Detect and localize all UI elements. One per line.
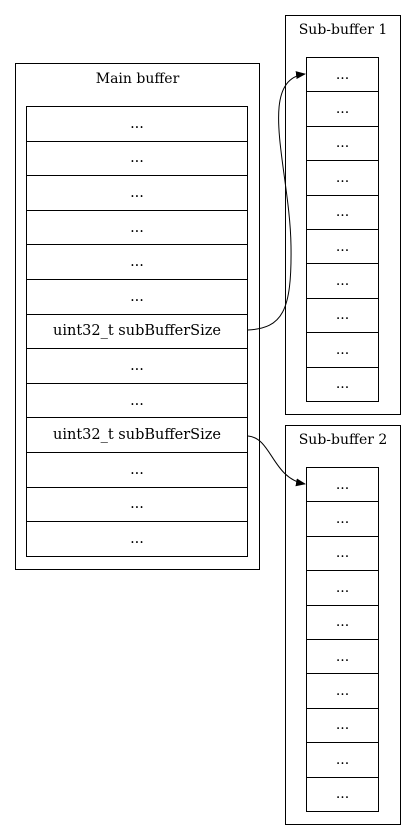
sub-buffer-2-cell: ... — [307, 502, 378, 537]
main-buffer-cell: ... — [27, 107, 247, 142]
sub-buffer-2-cell: ... — [307, 640, 378, 675]
sub-buffer-1-cell: ... — [307, 127, 378, 162]
sub-buffer-1-cell: ... — [307, 92, 378, 127]
sub-buffer-2-cell: ... — [307, 537, 378, 572]
sub-buffer-2-cell: ... — [307, 709, 378, 744]
main-buffer-record: ..................uint32_t subBufferSize… — [26, 106, 248, 557]
sub-buffer-2-cell: ... — [307, 778, 378, 812]
main-buffer-cell: uint32_t subBufferSize — [27, 315, 247, 350]
sub-buffer-1-record: .............................. — [306, 57, 379, 402]
sub-buffer-2-title: Sub-buffer 2 — [298, 432, 388, 448]
sub-buffer-1-cell: ... — [307, 368, 378, 402]
sub-buffer-1-cell: ... — [307, 196, 378, 230]
main-buffer-cell: ... — [27, 349, 247, 384]
sub-buffer-1-cell: ... — [307, 264, 378, 299]
main-buffer-cell: ... — [27, 522, 247, 557]
main-buffer-cell: ... — [27, 488, 247, 523]
main-buffer-cell: ... — [27, 211, 247, 246]
sub-buffer-1-cell: ... — [307, 333, 378, 368]
main-buffer-cell: ... — [27, 142, 247, 177]
sub-buffer-1-cell: ... — [307, 58, 378, 93]
sub-buffer-2-cell: ... — [307, 468, 378, 503]
sub-buffer-2-cell: ... — [307, 606, 378, 640]
sub-buffer-2-cell: ... — [307, 743, 378, 778]
sub-buffer-2-cell: ... — [307, 674, 378, 709]
main-buffer-cell: uint32_t subBufferSize — [27, 418, 247, 453]
sub-buffer-1-cell: ... — [307, 299, 378, 334]
main-buffer-cell: ... — [27, 384, 247, 419]
sub-buffer-2-record: .............................. — [306, 467, 379, 812]
main-buffer-cell: ... — [27, 280, 247, 315]
main-buffer-cell: ... — [27, 245, 247, 280]
sub-buffer-1-cell: ... — [307, 230, 378, 265]
main-buffer-cell: ... — [27, 453, 247, 488]
main-buffer-title: Main buffer — [95, 71, 180, 87]
sub-buffer-1-title: Sub-buffer 1 — [298, 22, 388, 38]
sub-buffer-2-cell: ... — [307, 571, 378, 606]
sub-buffer-1-cell: ... — [307, 161, 378, 196]
main-buffer-cell: ... — [27, 176, 247, 211]
